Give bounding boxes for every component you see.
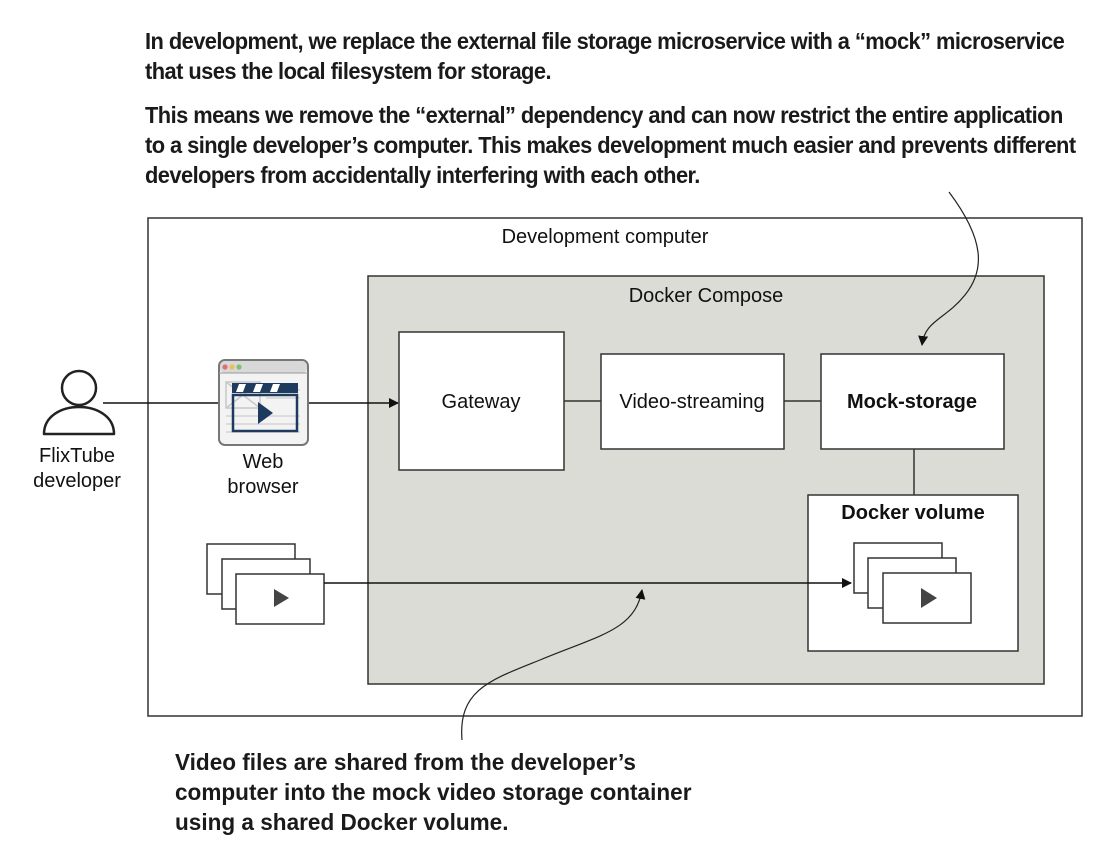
browser-label-line1: Web (243, 451, 284, 473)
gateway-label: Gateway (442, 391, 521, 413)
development-computer-label: Development computer (502, 226, 709, 248)
gateway-service: Gateway (398, 331, 565, 471)
browser-video-icon (218, 359, 309, 446)
top-callout-pointer (918, 191, 980, 346)
annotation-paragraph-1: In development, we replace the external … (145, 28, 1065, 84)
mock-storage-label: Mock-storage (847, 391, 977, 413)
actor-label-line2: developer (33, 470, 121, 492)
mock-storage-service: Mock-storage (820, 353, 1005, 450)
annotation-bottom-text: Video files are shared from the develope… (175, 749, 692, 835)
annotation-paragraph-2: This means we remove the “external” depe… (145, 102, 1076, 188)
local-video-files-icon (206, 543, 325, 625)
docker-compose-label: Docker Compose (629, 285, 784, 307)
docker-volume-label: Docker volume (841, 502, 984, 524)
volume-video-files-icon (853, 542, 972, 624)
video-streaming-label: Video-streaming (619, 391, 764, 413)
bottom-callout-pointer (461, 589, 646, 741)
browser-label-line2: browser (227, 476, 298, 498)
bottom-annotation: Video files are shared from the develope… (175, 747, 713, 837)
top-annotation: In development, we replace the external … (145, 26, 1084, 190)
actor-label-line1: FlixTube (39, 445, 115, 467)
user-icon (42, 369, 116, 436)
video-streaming-service: Video-streaming (600, 353, 785, 450)
